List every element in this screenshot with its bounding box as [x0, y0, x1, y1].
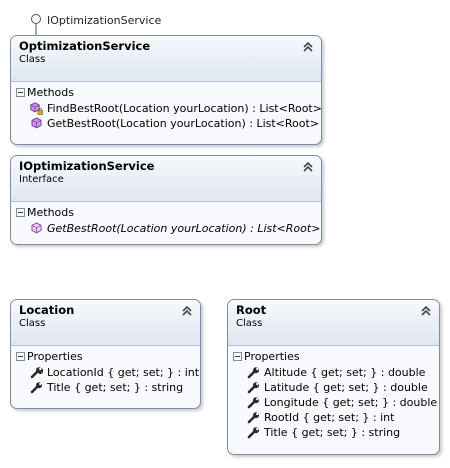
class-header: Root Class — [228, 300, 439, 346]
member-item[interactable]: GetBestRoot(Location yourLocation) : Lis… — [11, 116, 321, 131]
member-item[interactable]: RootId { get; set; } : int — [228, 410, 439, 425]
class-stereotype: Class — [236, 318, 263, 329]
class-optimizationservice[interactable]: OptimizationService Class Methods FindBe… — [10, 35, 322, 145]
section-label: Properties — [244, 350, 300, 363]
property-wrench-icon — [247, 397, 259, 409]
member-item[interactable]: Longitude { get; set; } : double — [228, 395, 439, 410]
property-wrench-icon — [30, 382, 42, 394]
class-stereotype: Class — [19, 54, 46, 65]
member-item[interactable]: LocationId { get; set; } : int — [11, 365, 200, 380]
member-item[interactable]: Title { get; set; } : string — [11, 380, 200, 395]
section-label: Methods — [27, 206, 74, 219]
class-stereotype: Class — [19, 318, 46, 329]
property-wrench-icon — [247, 382, 259, 394]
class-stereotype: Interface — [19, 174, 64, 185]
collapse-chevron-icon[interactable] — [302, 161, 314, 173]
section-label: Properties — [27, 350, 83, 363]
interface-ioptimizationservice[interactable]: IOptimizationService Interface Methods G… — [10, 155, 322, 245]
private-method-icon — [30, 102, 43, 115]
member-item[interactable]: Altitude { get; set; } : double — [228, 365, 439, 380]
collapse-chevron-icon[interactable] — [181, 305, 193, 317]
section-methods[interactable]: Methods — [11, 84, 321, 101]
class-location[interactable]: Location Class Properties LocationId { g… — [10, 299, 201, 409]
collapse-chevron-icon[interactable] — [420, 305, 432, 317]
collapse-minus-icon[interactable] — [16, 208, 25, 217]
class-header: IOptimizationService Interface — [11, 156, 321, 202]
section-methods[interactable]: Methods — [11, 204, 321, 221]
class-header: Location Class — [11, 300, 200, 346]
property-wrench-icon — [247, 367, 259, 379]
class-name: IOptimizationService — [19, 159, 155, 173]
member-item[interactable]: FindBestRoot(Location yourLocation) : Li… — [11, 101, 321, 116]
property-wrench-icon — [247, 427, 259, 439]
class-name: OptimizationService — [19, 39, 151, 53]
section-properties[interactable]: Properties — [11, 348, 200, 365]
interface-lollipop-label: IOptimizationService — [47, 14, 162, 27]
method-icon — [31, 222, 42, 234]
member-item[interactable]: Title { get; set; } : string — [228, 425, 439, 440]
method-icon — [31, 117, 42, 129]
class-name: Location — [19, 303, 75, 317]
member-item[interactable]: GetBestRoot(Location yourLocation) : Lis… — [11, 221, 321, 236]
collapse-minus-icon[interactable] — [16, 88, 25, 97]
class-root[interactable]: Root Class Properties Altitude { get; se… — [227, 299, 440, 455]
class-header: OptimizationService Class — [11, 36, 321, 82]
class-name: Root — [236, 303, 267, 317]
collapse-minus-icon[interactable] — [16, 352, 25, 361]
collapse-minus-icon[interactable] — [233, 352, 242, 361]
collapse-chevron-icon[interactable] — [302, 41, 314, 53]
section-label: Methods — [27, 86, 74, 99]
section-properties[interactable]: Properties — [228, 348, 439, 365]
property-wrench-icon — [30, 367, 43, 379]
property-wrench-icon — [247, 412, 259, 424]
member-item[interactable]: Latitude { get; set; } : double — [228, 380, 439, 395]
